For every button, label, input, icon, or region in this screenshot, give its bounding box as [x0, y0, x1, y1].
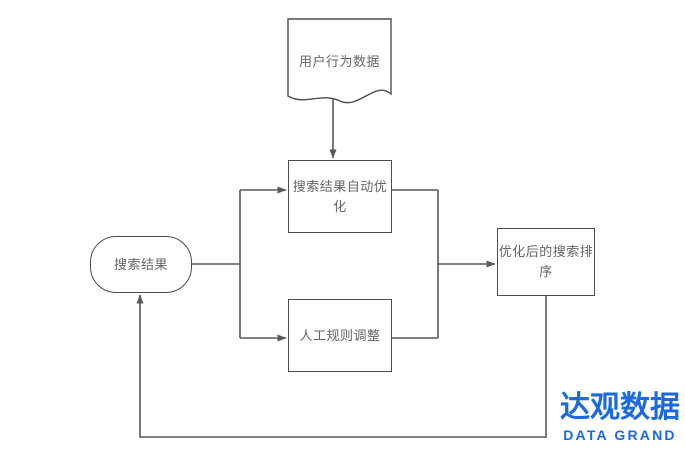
node-search-results[interactable]: 搜索结果	[90, 236, 192, 293]
brand-logo: 达观数据 DATA GRAND	[558, 392, 682, 444]
document-shape-icon	[287, 18, 392, 104]
node-label: 用户行为数据	[298, 54, 380, 69]
edge-ranking-feedback	[136, 294, 547, 438]
brand-name-cn: 达观数据	[560, 390, 680, 425]
edge-merge-to-ranking	[437, 190, 496, 338]
node-manual-rule-adjustment[interactable]: 人工规则调整	[288, 299, 392, 372]
node-label: 搜索结果	[113, 256, 168, 272]
node-user-behavior-data[interactable]: 用户行为数据	[287, 18, 392, 106]
node-label: 人工规则调整	[299, 327, 381, 343]
brand-name-en: DATA GRAND	[563, 427, 677, 443]
node-label: 优化后的搜索排序	[498, 244, 594, 279]
node-optimized-search-ranking[interactable]: 优化后的搜索排序	[497, 228, 595, 296]
node-auto-optimization[interactable]: 搜索结果自动优化	[288, 160, 392, 233]
edge-search-results-trunk	[192, 190, 241, 338]
node-label: 搜索结果自动优化	[292, 178, 388, 214]
